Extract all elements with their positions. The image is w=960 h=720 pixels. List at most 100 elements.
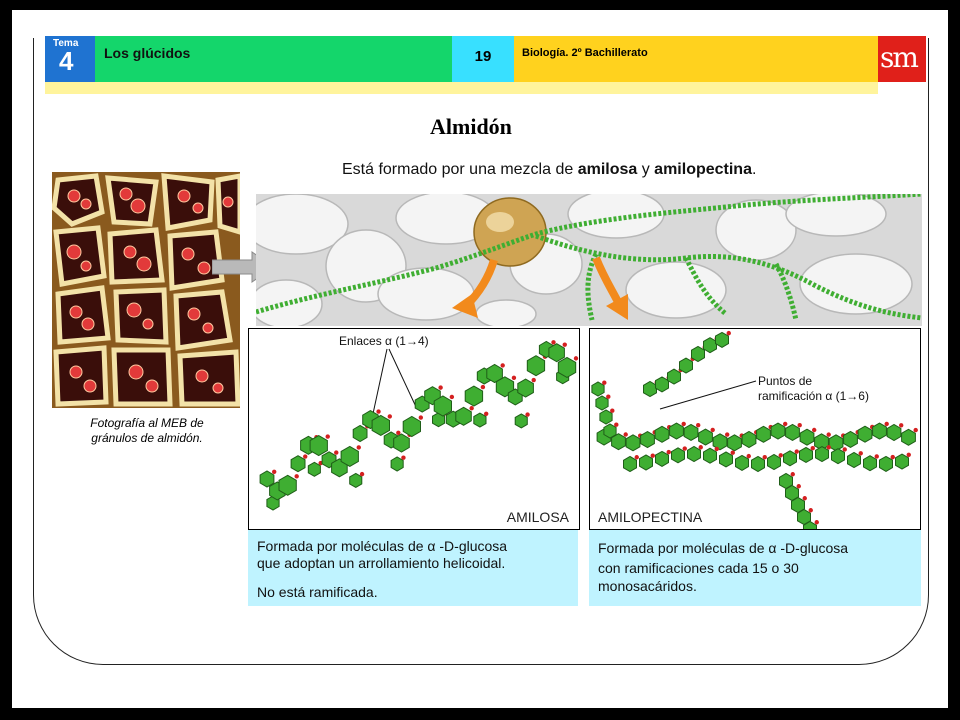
glucose-unit	[603, 422, 619, 439]
publisher-logo-text: sm	[880, 41, 919, 74]
starch-granules-illustration	[256, 194, 922, 326]
page-number: 19	[474, 48, 492, 65]
glucose-unit	[259, 469, 277, 488]
glucose-unit	[857, 424, 875, 443]
glucose-unit	[683, 422, 701, 441]
glucose-unit	[654, 424, 672, 443]
amilopectina-desc-line3: monosacáridos.	[598, 578, 697, 594]
glucose-unit	[872, 421, 889, 440]
glucose-unit	[767, 453, 783, 471]
glucose-unit	[751, 455, 767, 473]
amilosa-name-label: AMILOSA	[506, 509, 569, 525]
glucose-unit	[390, 455, 406, 472]
glucose-unit	[843, 429, 860, 448]
amilopectina-description: Formada por moléculas de α -D-glucosa co…	[589, 530, 921, 606]
page-frame	[33, 38, 929, 665]
intro-term-amilosa: amilosa	[577, 161, 638, 178]
glucose-unit	[371, 414, 392, 436]
photo-caption: Fotografía al MEB de gránulos de almidón…	[52, 416, 242, 446]
amilosa-desc-line1: Formada por moléculas de α -D-glucosa	[257, 538, 508, 554]
amilopectina-panel: Puntos de ramificación α (1→6) AMILOPECT…	[589, 328, 921, 530]
amilopectina-annotation-line1: Puntos de	[758, 374, 813, 388]
alpha-symbol: α	[825, 389, 833, 403]
glucose-unit	[831, 447, 847, 465]
glucose-unit	[278, 474, 299, 496]
amilopectina-annotation: Puntos de ramificación α (1→6)	[758, 374, 869, 404]
glucose-unit	[803, 520, 819, 529]
glucose-unit	[548, 342, 567, 363]
glucose-unit	[886, 423, 904, 442]
intro-text: Está formado por una mezcla de amilosa y…	[342, 161, 756, 179]
glucose-unit	[340, 445, 361, 467]
glucose-unit	[526, 354, 548, 377]
amilopectina-desc-line1: Formada por moléculas de α -D-glucosa	[598, 540, 849, 556]
amilosa-annotation: Enlaces α (1→4)	[339, 334, 429, 349]
glucose-unit	[669, 421, 686, 440]
subject-header: Biología. 2º Bachillerato	[514, 36, 878, 82]
glucose-unit	[290, 454, 308, 473]
glucose-unit	[625, 433, 643, 452]
amilopectina-branched-diagram	[591, 330, 918, 529]
chapter-title: Los glúcidos	[104, 45, 191, 61]
glucose-unit	[719, 450, 735, 468]
glucose-unit	[727, 433, 744, 452]
glucose-unit	[307, 460, 323, 477]
amilosa-annotation-prefix: Enlaces	[339, 334, 386, 348]
glucose-unit	[473, 411, 489, 428]
glucose-unit	[799, 445, 815, 463]
tema-number: 4	[59, 46, 74, 76]
tema-badge: Tema 4	[45, 36, 95, 82]
annotation-pointer-line	[659, 380, 757, 410]
glucose-unit	[433, 394, 455, 417]
glucose-unit	[514, 412, 530, 429]
glucose-unit	[639, 453, 655, 471]
amilopectina-bond-label: (1→6)	[835, 389, 869, 403]
annotation-pointer-line	[388, 348, 418, 410]
glucose-unit	[455, 406, 474, 426]
intro-suffix: .	[751, 161, 757, 178]
glucose-unit	[402, 415, 424, 438]
chapter-header: Los glúcidos	[95, 36, 452, 82]
glucose-unit	[783, 449, 799, 467]
glucose-unit	[715, 330, 731, 348]
glucose-unit	[671, 446, 687, 464]
glucose-unit	[785, 423, 802, 441]
glucose-unit	[599, 408, 615, 425]
intro-mid: y	[637, 161, 655, 178]
glucose-unit	[623, 455, 639, 473]
photo-caption-line2: gránulos de almidón.	[91, 431, 203, 445]
amilosa-desc-line3: No está ramificada.	[257, 584, 378, 600]
glucose-unit	[703, 446, 719, 464]
glucose-unit	[698, 427, 715, 446]
glucose-unit	[712, 432, 730, 451]
glucose-unit	[557, 356, 579, 378]
glucose-unit	[611, 432, 628, 451]
glucose-unit	[349, 471, 365, 488]
photo-caption-line1: Fotografía al MEB de	[90, 416, 204, 430]
glucose-unit	[815, 445, 831, 463]
amilosa-description: Formada por moléculas de α -D-glucosa qu…	[248, 530, 578, 606]
glucose-unit	[640, 430, 657, 449]
glucose-unit	[679, 356, 695, 374]
glucose-unit	[687, 445, 703, 463]
glucose-unit	[895, 452, 911, 470]
tema-label: Tema	[53, 38, 79, 49]
amilosa-helix-diagram	[259, 340, 579, 511]
page-number-box: 19	[452, 36, 514, 82]
glucose-unit	[847, 451, 863, 469]
glucose-unit	[464, 384, 486, 407]
intro-term-amilopectina: amilopectina	[654, 161, 752, 178]
glucose-unit	[741, 430, 759, 449]
glucose-unit	[655, 449, 671, 467]
intro-prefix: Está formado por una mezcla de	[342, 161, 578, 178]
annotation-pointer-line	[370, 348, 388, 424]
glucose-unit	[799, 427, 817, 446]
header-underline-bar	[45, 82, 878, 94]
glucose-unit	[486, 363, 505, 384]
glucose-unit	[863, 454, 879, 472]
subject-title: Biología. 2º Bachillerato	[522, 47, 648, 59]
amilosa-panel: Enlaces α (1→4) AMILOSA	[248, 328, 580, 530]
amilopectina-annotation-prefix: ramificación	[758, 389, 826, 403]
alpha-symbol: α	[385, 334, 392, 348]
glucose-unit	[309, 434, 330, 457]
